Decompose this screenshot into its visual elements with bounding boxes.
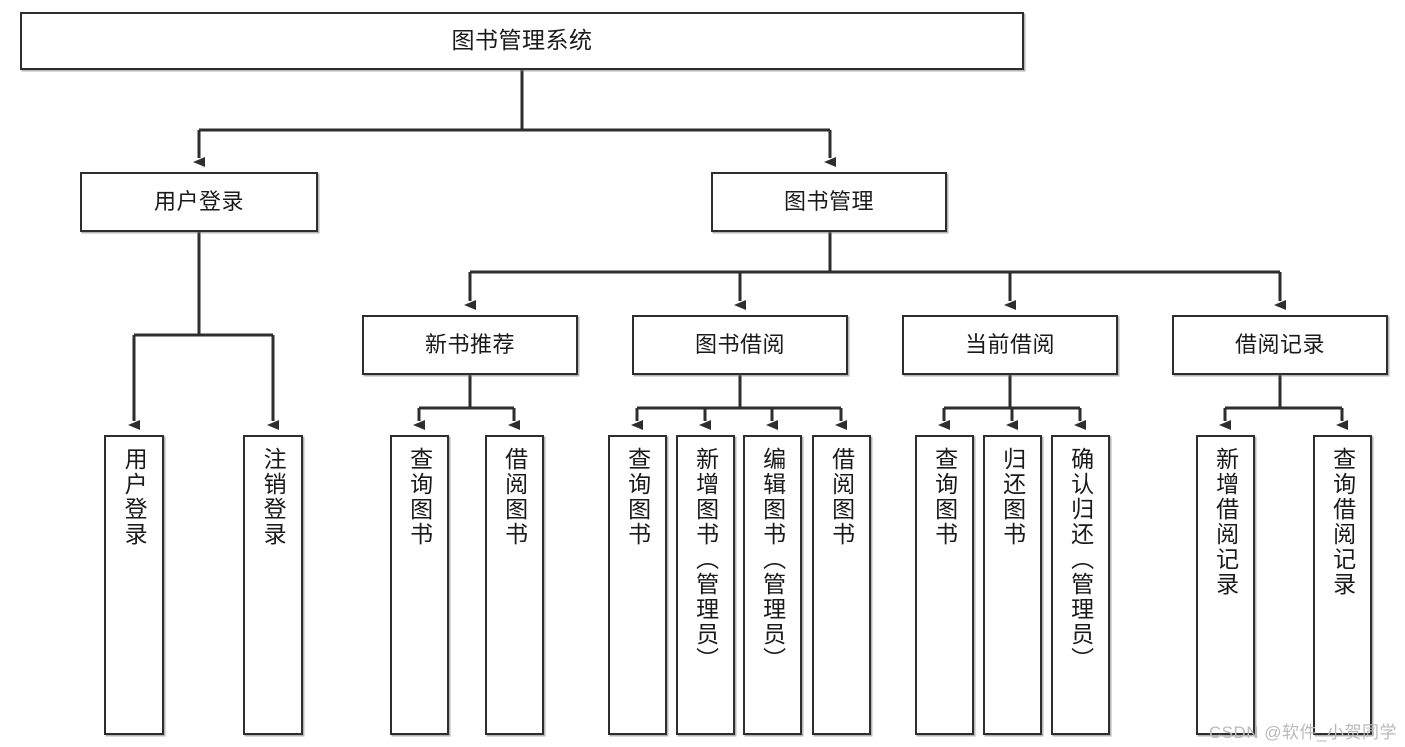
node-book-borrow-label: 图书借阅 xyxy=(694,332,785,358)
node-leaf-query-book-1-label: 查询图书 xyxy=(406,447,433,547)
node-leaf-borrow-book-2[interactable]: 借阅图书 xyxy=(812,435,871,735)
node-leaf-query-borrow-record[interactable]: 查询借阅记录 xyxy=(1313,435,1372,735)
node-leaf-add-book-admin[interactable]: 新增图书（管理员） xyxy=(676,435,735,735)
node-current-borrow-label: 当前借阅 xyxy=(964,332,1055,358)
node-leaf-query-book-3[interactable]: 查询图书 xyxy=(915,435,974,735)
node-leaf-edit-book-admin-label: 编辑图书（管理员） xyxy=(759,447,786,672)
node-leaf-query-book-1[interactable]: 查询图书 xyxy=(390,435,449,735)
node-leaf-return-book[interactable]: 归还图书 xyxy=(983,435,1042,735)
node-leaf-borrow-book-1[interactable]: 借阅图书 xyxy=(485,435,544,735)
node-root-label: 图书管理系统 xyxy=(451,27,593,54)
node-leaf-borrow-book-2-label: 借阅图书 xyxy=(828,447,855,547)
node-borrow-record-label: 借阅记录 xyxy=(1234,332,1325,358)
node-book-manage-label: 图书管理 xyxy=(783,189,874,215)
node-leaf-edit-book-admin[interactable]: 编辑图书（管理员） xyxy=(743,435,802,735)
node-user-login[interactable]: 用户登录 xyxy=(80,172,318,232)
node-leaf-borrow-book-1-label: 借阅图书 xyxy=(501,447,528,547)
node-leaf-return-book-label: 归还图书 xyxy=(999,447,1026,547)
node-leaf-query-book-3-label: 查询图书 xyxy=(931,447,958,547)
node-leaf-logout-login[interactable]: 注销登录 xyxy=(243,435,303,735)
watermark: CSDN @软件_小贺同学 xyxy=(1208,723,1397,742)
node-user-login-label: 用户登录 xyxy=(153,189,244,215)
node-leaf-add-book-admin-label: 新增图书（管理员） xyxy=(692,447,719,672)
node-leaf-confirm-return-admin[interactable]: 确认归还（管理员） xyxy=(1051,435,1110,735)
node-leaf-add-borrow-record-label: 新增借阅记录 xyxy=(1212,447,1239,597)
node-leaf-user-login[interactable]: 用户登录 xyxy=(104,435,164,735)
node-borrow-record[interactable]: 借阅记录 xyxy=(1172,315,1388,375)
node-current-borrow[interactable]: 当前借阅 xyxy=(902,315,1118,375)
node-book-borrow[interactable]: 图书借阅 xyxy=(632,315,848,375)
node-leaf-confirm-return-admin-label: 确认归还（管理员） xyxy=(1067,447,1094,672)
node-new-book-recommend[interactable]: 新书推荐 xyxy=(362,315,578,375)
node-leaf-add-borrow-record[interactable]: 新增借阅记录 xyxy=(1196,435,1255,735)
node-leaf-query-borrow-record-label: 查询借阅记录 xyxy=(1329,447,1356,597)
node-new-book-recommend-label: 新书推荐 xyxy=(424,332,515,358)
node-leaf-query-book-2-label: 查询图书 xyxy=(624,447,651,547)
node-root[interactable]: 图书管理系统 xyxy=(20,12,1024,70)
node-leaf-user-login-label: 用户登录 xyxy=(121,447,148,547)
node-book-manage[interactable]: 图书管理 xyxy=(711,172,947,232)
node-leaf-logout-login-label: 注销登录 xyxy=(260,447,287,547)
node-leaf-query-book-2[interactable]: 查询图书 xyxy=(608,435,667,735)
